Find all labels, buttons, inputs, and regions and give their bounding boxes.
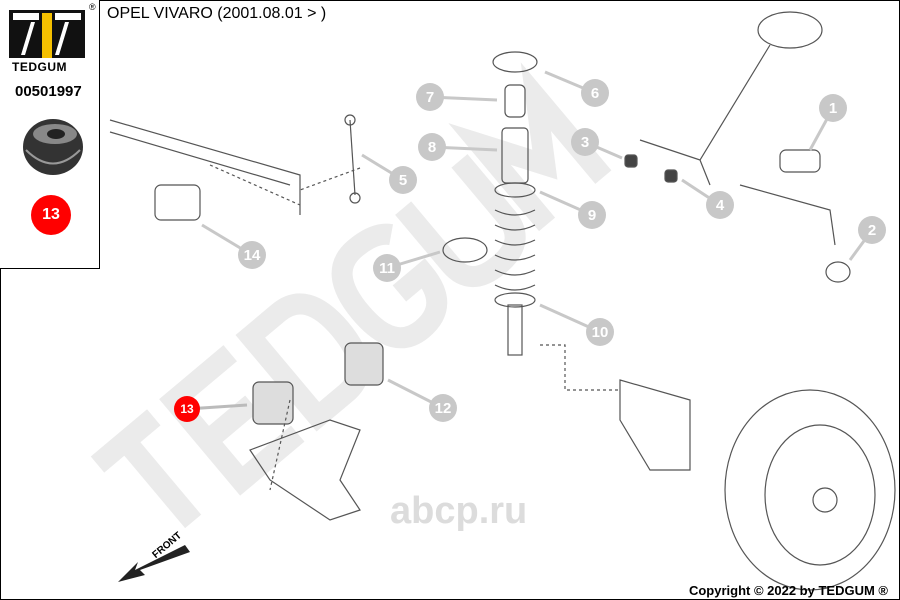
callout-9[interactable]: 9 [578, 201, 606, 229]
bushing-product-image [23, 119, 83, 175]
coil-spring [494, 209, 536, 291]
shock-absorber [507, 304, 523, 356]
copyright: Copyright © 2022 by TEDGUM ® [688, 583, 888, 598]
part-number: 00501997 [15, 83, 82, 100]
strut-mount [492, 51, 538, 73]
ball-joint [825, 261, 851, 283]
control-arm [249, 419, 361, 521]
registered-mark: ® [89, 2, 96, 12]
front-arrow [118, 545, 190, 582]
callout-2[interactable]: 2 [858, 216, 886, 244]
control-arm-bushing-12 [344, 342, 384, 386]
callout-7[interactable]: 7 [416, 83, 444, 111]
callout-11[interactable]: 11 [373, 254, 401, 282]
callout-4[interactable]: 4 [706, 191, 734, 219]
stabilizer-bushing [154, 184, 201, 221]
product-panel: ® TEDGUM 00501997 13 [0, 0, 100, 269]
steering-wheel [757, 11, 823, 49]
callout-10[interactable]: 10 [586, 318, 614, 346]
stabilizer-link [349, 119, 356, 196]
callout-8[interactable]: 8 [418, 133, 446, 161]
vehicle-title: OPEL VIVARO (2001.08.01 > ) [107, 5, 327, 22]
tedgum-logo [9, 10, 85, 58]
position-badge: 13 [31, 195, 71, 235]
steering-knuckle [619, 379, 691, 471]
wheel [724, 389, 896, 591]
callout-3[interactable]: 3 [571, 128, 599, 156]
dust-boot [501, 127, 529, 184]
callout-14[interactable]: 14 [238, 241, 266, 269]
callout-13-highlighted[interactable]: 13 [174, 396, 200, 422]
callout-5[interactable]: 5 [389, 166, 417, 194]
rack-boot [779, 149, 821, 173]
callout-arrows [186, 70, 874, 411]
stabilizer-bar [109, 119, 301, 215]
callout-1[interactable]: 1 [819, 94, 847, 122]
spring-seat [494, 182, 536, 198]
bump-stop [504, 84, 526, 118]
control-arm-bushing-13 [252, 381, 294, 425]
callout-6[interactable]: 6 [581, 79, 609, 107]
brand-name: TEDGUM [12, 60, 67, 74]
callout-12[interactable]: 12 [429, 394, 457, 422]
bearing [442, 237, 488, 263]
site-watermark: abcp.ru [390, 490, 528, 532]
